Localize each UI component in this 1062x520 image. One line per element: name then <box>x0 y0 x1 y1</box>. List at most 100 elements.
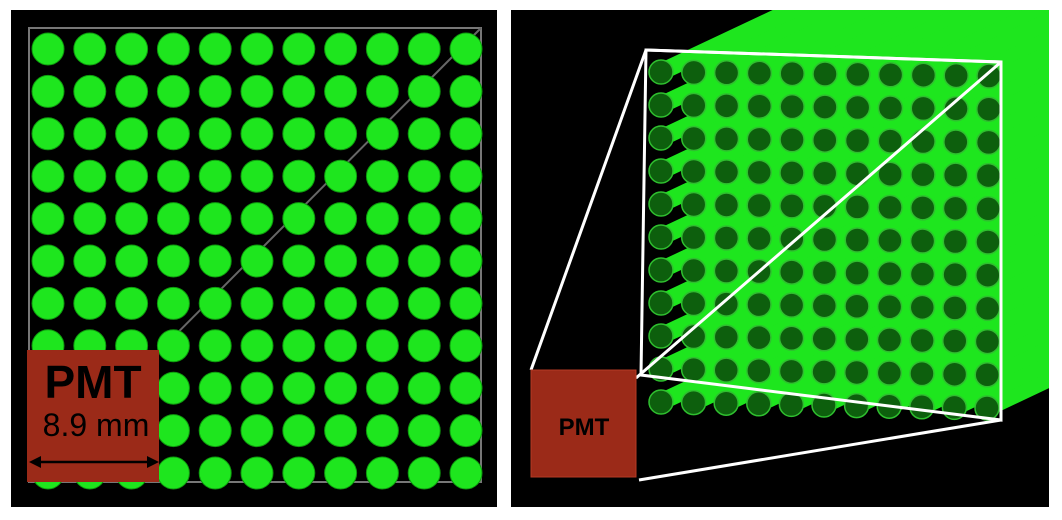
fiber-end <box>877 260 903 287</box>
fiber-body <box>685 126 1049 313</box>
fiber-end <box>324 117 358 151</box>
fiber-end <box>156 371 190 405</box>
fiber-end <box>681 92 707 119</box>
fiber-body <box>652 11 1049 213</box>
fiber-end <box>975 196 1001 222</box>
fiber-end <box>974 328 1001 355</box>
fiber-end <box>713 93 740 119</box>
fiber-end <box>324 74 358 108</box>
fiber-end <box>746 357 772 384</box>
fiber-end <box>812 127 838 153</box>
fiber-end <box>779 160 805 186</box>
fiber-end <box>156 32 190 66</box>
fiber-end <box>156 286 190 320</box>
fiber-end <box>407 159 441 193</box>
fiber-end <box>844 94 871 121</box>
fiber-end <box>198 74 232 108</box>
fiber-end <box>449 159 483 193</box>
fiber-end <box>844 293 870 319</box>
fiber-end <box>449 117 483 151</box>
fiber-end <box>449 414 483 448</box>
fiber-body <box>685 60 1049 246</box>
fiber-body <box>750 257 1049 413</box>
fiber-bundle <box>648 10 1049 421</box>
fiber-end <box>976 96 1002 122</box>
fiber-end <box>942 195 969 222</box>
fiber-end <box>198 244 232 278</box>
fiber-end <box>778 325 805 351</box>
fiber-body <box>652 77 1049 279</box>
fiber-end <box>680 356 707 383</box>
fiber-end <box>31 74 65 108</box>
fiber-end <box>876 327 903 353</box>
perspective-view-diagram: PMT <box>529 10 1049 482</box>
fiber-end <box>811 359 837 385</box>
fiber-end <box>877 95 904 121</box>
fiber-end <box>31 202 65 236</box>
fiber-body <box>685 192 1049 379</box>
fiber-end <box>746 126 773 153</box>
front-view-diagram: PMT 8.9 mm <box>27 27 483 490</box>
fiber-end <box>648 224 674 250</box>
fiber-end <box>449 371 483 405</box>
fiber-end <box>942 261 968 288</box>
fiber-end <box>876 360 903 386</box>
fiber-end <box>407 74 441 108</box>
fiber-end <box>31 117 65 151</box>
fiber-body <box>652 209 1049 411</box>
fiber-end <box>779 127 805 153</box>
fiber-end <box>324 244 358 278</box>
fiber-body <box>652 10 953 147</box>
fiber-end <box>812 94 838 120</box>
fiber-end <box>282 371 316 405</box>
front-view-panel: PMT 8.9 mm <box>11 10 497 507</box>
fiber-end <box>844 194 871 220</box>
fiber-end <box>156 244 190 278</box>
fiber-end <box>845 61 871 88</box>
fiber-end <box>282 117 316 151</box>
fiber-end <box>812 61 838 87</box>
fiber-body <box>652 10 1023 180</box>
fiber-end <box>282 244 316 278</box>
fiber-end <box>680 257 707 284</box>
fiber-end <box>73 74 107 108</box>
fiber-end <box>324 414 358 448</box>
pmt-square <box>530 369 637 478</box>
fiber-body <box>685 10 1049 180</box>
fiber-body <box>782 273 1049 413</box>
fiber-end <box>910 161 936 188</box>
fiber-end <box>648 257 674 283</box>
fiber-end <box>449 244 483 278</box>
fiber-end <box>811 259 838 286</box>
fiber-end <box>746 159 772 186</box>
fiber-end <box>779 193 805 219</box>
fiber-end <box>910 95 936 122</box>
fiber-end <box>115 202 149 236</box>
fiber-end <box>115 244 149 278</box>
fiber-end <box>909 327 935 354</box>
fiber-body <box>652 176 1049 378</box>
fiber-end <box>282 286 316 320</box>
fiber-end <box>680 191 707 218</box>
fiber-body <box>717 241 1049 412</box>
fiber-end <box>713 258 740 284</box>
fiber-end <box>407 117 441 151</box>
fiber-end <box>282 456 316 490</box>
fiber-end <box>407 244 441 278</box>
fiber-end <box>779 93 805 120</box>
fiber-end <box>844 326 870 353</box>
fiber-end <box>324 202 358 236</box>
fiber-end <box>198 414 232 448</box>
fiber-end <box>974 362 1000 388</box>
outline-frame <box>529 48 1003 482</box>
fiber-end <box>156 117 190 151</box>
fiber-end <box>975 129 1002 156</box>
fiber-end <box>713 60 740 86</box>
fiber-end <box>73 117 107 151</box>
fiber-end <box>31 244 65 278</box>
fiber-body <box>685 93 1049 280</box>
pmt-label: PMT <box>44 356 141 408</box>
fiber-body <box>652 143 1049 345</box>
fiber-end <box>240 329 274 363</box>
fiber-end <box>449 456 483 490</box>
